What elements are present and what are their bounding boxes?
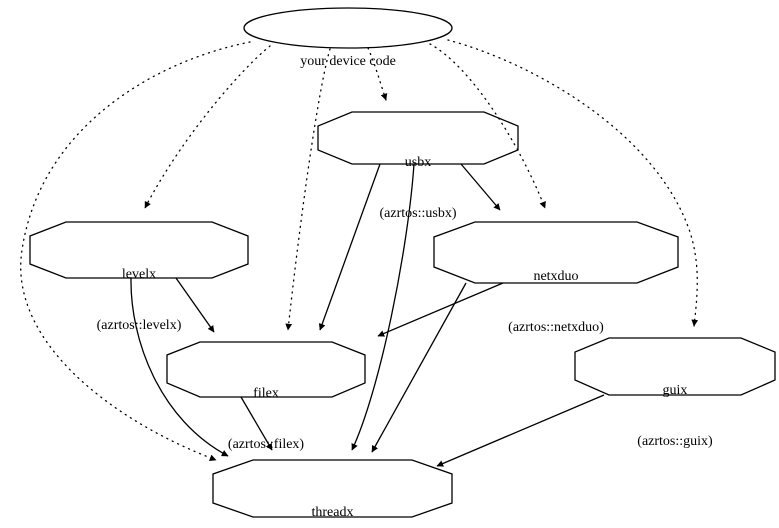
- edge-device-to-levelx: [144, 45, 271, 209]
- edge-usbx-to-threadx: [351, 163, 415, 451]
- node-filex[interactable]: [166, 341, 366, 398]
- edge-usbx-to-filex: [318, 163, 381, 331]
- node-threadx[interactable]: [212, 459, 453, 518]
- edge-device-to-usbx: [367, 47, 388, 101]
- node-guix[interactable]: [574, 337, 776, 396]
- edge-device-to-threadx: [20, 41, 251, 461]
- edge-guix-to-threadx: [436, 394, 605, 467]
- node-netxduo[interactable]: [433, 221, 679, 284]
- edge-netxduo-to-filex: [377, 282, 504, 337]
- node-levelx[interactable]: [29, 221, 249, 279]
- edge-filex-to-threadx: [240, 396, 273, 451]
- edge-levelx-to-filex: [175, 277, 215, 333]
- edge-device-to-netxduo: [429, 43, 546, 209]
- node-usbx[interactable]: [317, 111, 519, 165]
- edge-usbx-to-netxduo: [460, 163, 501, 211]
- edge-device-to-guix: [447, 39, 699, 327]
- edge-netxduo-to-threadx: [371, 282, 467, 453]
- solid-edge-group: [130, 163, 605, 467]
- node-your-device-code[interactable]: [243, 7, 453, 49]
- edge-levelx-to-threadx: [130, 277, 229, 457]
- dotted-edge-group: [20, 39, 699, 461]
- node-shapes: [29, 7, 776, 518]
- edge-device-to-filex: [285, 48, 331, 331]
